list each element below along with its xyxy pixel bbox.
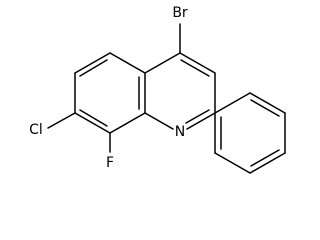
bond-c4-c3-inner	[180, 59, 210, 77]
bond-c5-c6-inner	[79, 59, 108, 77]
bonds	[47, 23, 286, 174]
bond-c6-cl	[47, 112, 76, 129]
atom-label-br: Br	[172, 5, 188, 21]
bond-c4a-c4	[144, 52, 181, 74]
atom-label-n: N	[175, 124, 185, 140]
bond-ph3-ph4-inner	[250, 149, 280, 167]
bond-c7-c8-inner	[79, 109, 108, 127]
bond-c2-n1	[186, 112, 216, 130]
bond-ph1-ph2-inner	[250, 99, 280, 117]
bond-ph1-ph2	[249, 92, 286, 114]
bond-c7-c8	[74, 112, 111, 134]
molecule-structure: Br Cl F N	[29, 5, 286, 174]
atom-label-cl: Cl	[29, 122, 43, 138]
atom-labels: Br Cl F N	[29, 5, 188, 171]
bond-c4-c3	[179, 52, 216, 74]
bond-c5-c6	[74, 52, 111, 74]
bond-c2-n1-inner	[185, 109, 210, 124]
bond-c8-c8a	[109, 112, 146, 134]
bond-n1-c8a	[144, 112, 174, 130]
bond-ph4-ph5	[214, 152, 251, 174]
bond-ph3-ph4	[249, 152, 286, 174]
bond-c4a-c5	[109, 52, 146, 74]
atom-label-f: F	[106, 155, 114, 171]
bond-c2-phenyl	[214, 92, 251, 114]
